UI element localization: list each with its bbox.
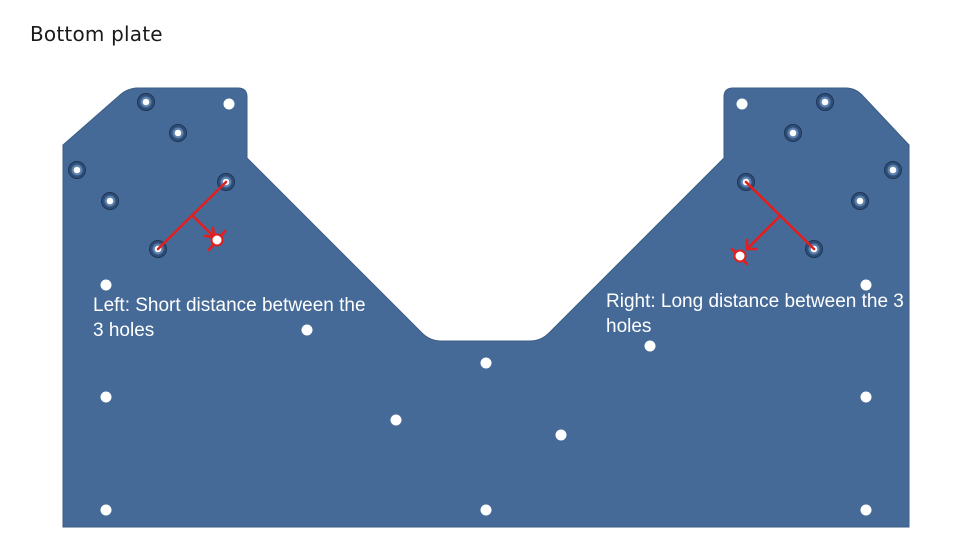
countersunk-hole (169, 124, 187, 142)
through-hole (860, 504, 872, 516)
through-hole (223, 98, 235, 110)
left-annotation-line-2: 3 holes (93, 320, 155, 341)
through-hole (480, 357, 492, 369)
countersunk-hole (884, 161, 902, 179)
through-hole (644, 340, 656, 352)
through-hole (100, 391, 112, 403)
through-hole (301, 324, 313, 336)
right-annotation: Right: Long distance between the 3 holes (606, 291, 904, 337)
left-annotation-line-1: Left: Short distance between the (93, 295, 366, 316)
through-hole (860, 279, 872, 291)
countersunk-hole (816, 93, 834, 111)
through-hole (100, 279, 112, 291)
right-distance-marker (730, 180, 816, 266)
countersunk-hole (784, 124, 802, 142)
page-title: Bottom plate (30, 22, 163, 46)
countersunk-hole (851, 192, 869, 210)
through-hole (555, 429, 567, 441)
countersunk-hole (101, 192, 119, 210)
bottom-plate (62, 87, 910, 528)
left-annotation: Left: Short distance between the 3 holes (93, 293, 403, 343)
through-hole (480, 504, 492, 516)
through-hole (390, 414, 402, 426)
countersunk-hole (68, 161, 86, 179)
through-hole (100, 504, 112, 516)
through-hole (736, 98, 748, 110)
through-hole (860, 391, 872, 403)
countersunk-hole (137, 93, 155, 111)
through-holes (100, 98, 872, 516)
left-distance-marker (156, 180, 228, 252)
